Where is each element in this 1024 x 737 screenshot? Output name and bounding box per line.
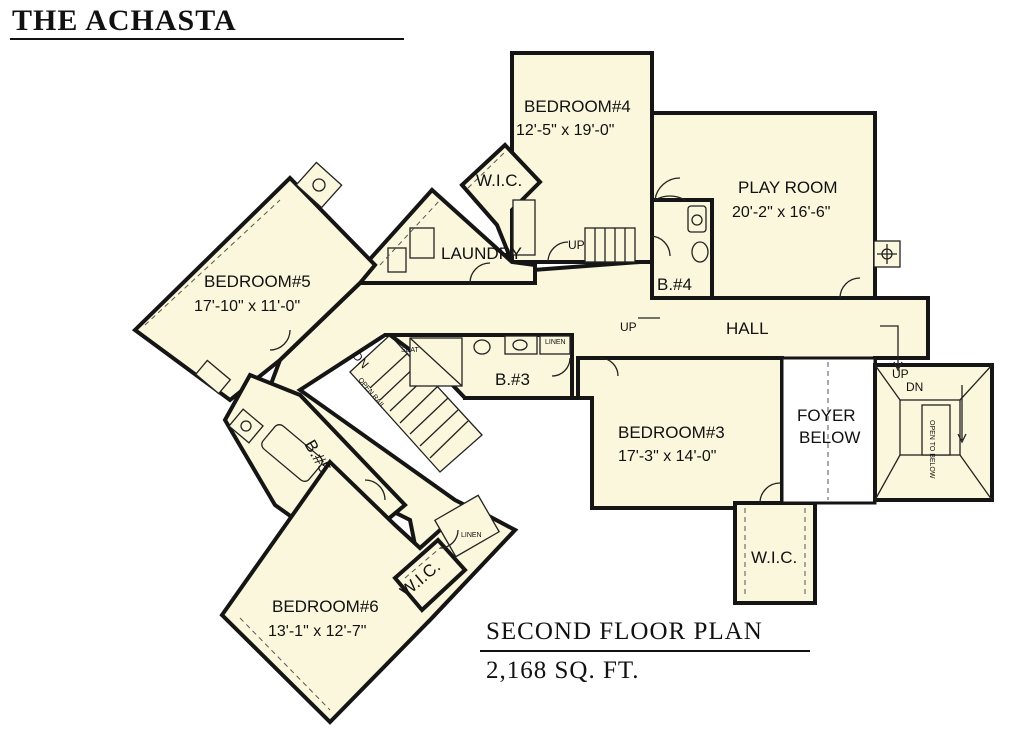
laundry-label: LAUNDRY	[441, 244, 522, 263]
wic-b3-label: W.I.C.	[751, 548, 797, 567]
bedroom4-dims: 12'-5" x 19'-0"	[516, 122, 614, 139]
hall-label: HALL	[726, 319, 769, 338]
wic-b6-room	[392, 537, 468, 613]
seat-label: SEAT	[401, 347, 419, 354]
up-stair-label: UP	[892, 367, 909, 381]
playroom-dims: 20'-2" x 16'-6"	[732, 204, 830, 221]
bedroom4-label: BEDROOM#4	[524, 97, 631, 116]
linen-b3-label: LINEN	[545, 339, 566, 346]
wic-b3-room	[733, 501, 817, 605]
linen-hall-label: LINEN	[461, 532, 482, 539]
open-below-label: OPEN TO BELOW	[928, 420, 935, 479]
up-hall-label: UP	[620, 320, 637, 334]
up-b4-label: UP	[568, 238, 585, 252]
title-underline	[10, 38, 404, 40]
bedroom5-dims: 17'-10" x 11'-0"	[194, 298, 300, 315]
chimney-box-2	[295, 161, 343, 209]
bedroom3-dims: 17'-3" x 14'-0"	[618, 448, 716, 465]
bedroom5-room	[131, 175, 378, 403]
bedroom6-dims: 13'-1" x 12'-7"	[268, 623, 366, 640]
bedroom6-room	[219, 458, 519, 725]
bedroom6-label: BEDROOM#6	[272, 597, 379, 616]
playroom-label: PLAY ROOM	[738, 178, 838, 197]
bedroom5-label: BEDROOM#5	[204, 272, 311, 291]
dn-stair-label: DN	[906, 380, 923, 394]
wic-top-label: W.I.C.	[476, 171, 522, 190]
plan-caption: SECOND FLOOR PLAN	[486, 618, 763, 645]
main-stair	[349, 334, 483, 473]
foyer-label-1: FOYER	[797, 406, 856, 425]
foyer-label-2: BELOW	[799, 428, 860, 447]
plan-square-footage: 2,168 SQ. FT.	[486, 657, 640, 684]
bath3-label: B.#3	[495, 370, 530, 389]
bedroom3-label: BEDROOM#3	[618, 423, 725, 442]
plan-title: THE ACHASTA	[12, 4, 237, 37]
caption-underline	[480, 650, 810, 652]
bath4-label: B.#4	[657, 275, 692, 294]
